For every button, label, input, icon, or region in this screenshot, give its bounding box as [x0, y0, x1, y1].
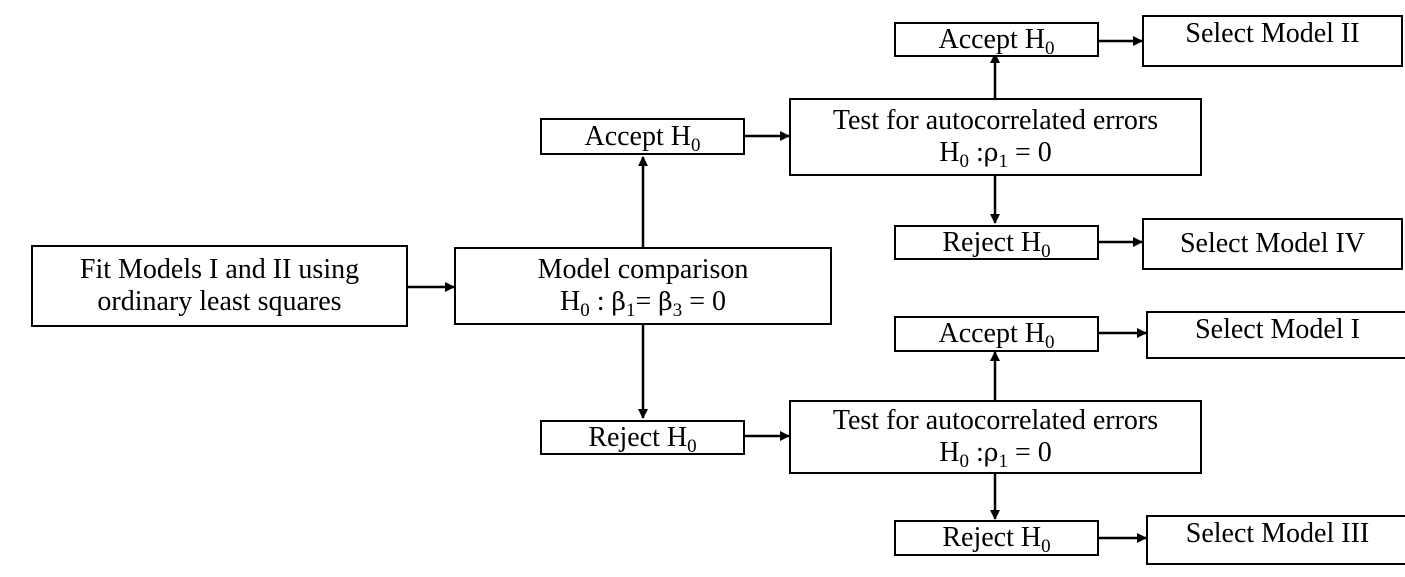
- accept-h0-lower-right-label: Accept H0: [938, 318, 1055, 353]
- accept-h0-subscript: 0: [1045, 37, 1055, 59]
- hypothesis-h: H: [559, 286, 581, 317]
- select-model-4-label: Select Model IV: [1179, 228, 1366, 259]
- fit-models-line-1: Fit Models I and II using: [79, 254, 360, 285]
- beta-1-subscript: 1: [625, 300, 636, 321]
- hypothesis-h-subscript: 0: [959, 451, 969, 472]
- accept-h0-text: Accept H: [938, 318, 1045, 349]
- select-model-1-box: Select Model I: [1146, 311, 1405, 359]
- hypothesis-separator: :: [968, 437, 984, 468]
- hypothesis-tail: = 0: [1007, 437, 1052, 468]
- model-comparison-title: Model comparison: [537, 254, 749, 285]
- select-model-1-label: Select Model I: [1195, 314, 1360, 345]
- autocorrelation-test-lower-hypothesis: H0 :ρ1 = 0: [939, 437, 1052, 472]
- select-model-2-box: Select Model II: [1142, 15, 1403, 67]
- hypothesis-tail: = 0: [1007, 137, 1052, 168]
- reject-h0-text: Reject H: [942, 522, 1042, 553]
- fit-models-line-2: ordinary least squares: [97, 286, 342, 317]
- autocorrelation-test-upper-box: Test for autocorrelated errors H0 :ρ1 = …: [789, 98, 1202, 176]
- hypothesis-h-subscript: 0: [580, 300, 590, 321]
- hypothesis-separator: :: [589, 286, 612, 317]
- hypothesis-h: H: [939, 437, 960, 468]
- hypothesis-separator: :: [968, 137, 984, 168]
- select-model-2-label: Select Model II: [1185, 18, 1360, 49]
- hypothesis-equals: =: [635, 286, 659, 317]
- hypothesis-h-subscript: 0: [959, 151, 969, 172]
- model-comparison-hypothesis: H0 : β1= β3 = 0: [559, 286, 726, 321]
- reject-h0-subscript: 0: [687, 435, 697, 457]
- rho-subscript: 1: [998, 451, 1008, 472]
- accept-h0-text: Accept H: [938, 23, 1045, 55]
- reject-h0-upper-right-label: Reject H0: [942, 226, 1051, 262]
- accept-h0-box: Accept H0: [540, 118, 745, 155]
- select-model-3-box: Select Model III: [1146, 515, 1405, 565]
- model-comparison-box: Model comparison H0 : β1= β3 = 0: [454, 247, 832, 325]
- beta-1-symbol: β: [611, 287, 626, 316]
- fit-models-box: Fit Models I and II using ordinary least…: [31, 245, 408, 327]
- select-model-3-label: Select Model III: [1185, 518, 1370, 549]
- accept-h0-upper-right-label: Accept H0: [938, 23, 1055, 59]
- select-model-4-box: Select Model IV: [1142, 218, 1403, 270]
- rho-symbol: ρ: [983, 438, 999, 467]
- rho-subscript: 1: [998, 151, 1008, 172]
- autocorrelation-test-upper-title: Test for autocorrelated errors: [832, 105, 1159, 136]
- accept-h0-text: Accept H: [584, 120, 691, 152]
- accept-h0-upper-right-box: Accept H0: [894, 22, 1099, 59]
- accept-h0-lower-right-box: Accept H0: [894, 316, 1099, 352]
- beta-3-symbol: β: [658, 287, 673, 316]
- autocorrelation-test-lower-box: Test for autocorrelated errors H0 :ρ1 = …: [789, 400, 1202, 474]
- autocorrelation-test-lower-title: Test for autocorrelated errors: [832, 405, 1159, 436]
- rho-symbol: ρ: [983, 138, 999, 167]
- reject-h0-subscript: 0: [1041, 240, 1051, 262]
- accept-h0-subscript: 0: [1045, 332, 1055, 353]
- reject-h0-text: Reject H: [588, 421, 688, 453]
- reject-h0-subscript: 0: [1041, 536, 1051, 557]
- accept-h0-subscript: 0: [691, 134, 701, 156]
- reject-h0-upper-right-box: Reject H0: [894, 225, 1099, 262]
- reject-h0-box: Reject H0: [540, 420, 745, 457]
- reject-h0-label: Reject H0: [588, 421, 697, 457]
- reject-h0-lower-right-box: Reject H0: [894, 520, 1099, 556]
- hypothesis-tail: = 0: [682, 286, 726, 317]
- reject-h0-text: Reject H: [942, 226, 1042, 258]
- accept-h0-label: Accept H0: [584, 120, 701, 156]
- autocorrelation-test-upper-hypothesis: H0 :ρ1 = 0: [939, 137, 1052, 172]
- hypothesis-h: H: [939, 137, 960, 168]
- reject-h0-lower-right-label: Reject H0: [942, 522, 1051, 557]
- beta-3-subscript: 3: [672, 300, 683, 321]
